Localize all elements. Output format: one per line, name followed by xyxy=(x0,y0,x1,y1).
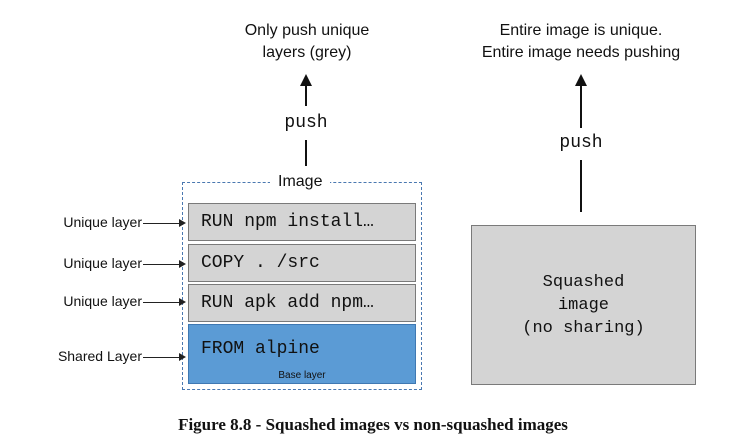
squashed-image-box: Squashed image (no sharing) xyxy=(471,225,696,385)
left-arrowhead-icon xyxy=(300,74,312,86)
right-top-caption-line2: Entire image needs pushing xyxy=(481,44,681,61)
layer-text: RUN apk add npm… xyxy=(201,293,374,313)
right-arrowhead-icon xyxy=(575,74,587,86)
side-arrowhead-icon-2 xyxy=(179,260,186,268)
base-layer-label: Base layer xyxy=(278,370,326,381)
left-push-label: push xyxy=(284,113,328,133)
side-arrow-line-3 xyxy=(143,302,180,303)
layer-text: COPY . /src xyxy=(201,253,320,273)
side-arrow-line-1 xyxy=(143,223,180,224)
right-top-caption-line1: Entire image is unique. xyxy=(499,22,663,39)
image-frame-title: Image xyxy=(270,173,331,191)
layer-text: RUN npm install… xyxy=(201,212,374,232)
squashed-line2: image xyxy=(557,295,609,315)
side-label-unique-2: Unique layer xyxy=(63,255,142,271)
left-arrow-lower-line xyxy=(305,140,307,166)
layer-copy-src: COPY . /src xyxy=(188,244,416,282)
right-push-label: push xyxy=(559,133,603,153)
side-arrowhead-icon-4 xyxy=(179,353,186,361)
side-label-unique-3: Unique layer xyxy=(63,293,142,309)
side-arrow-line-2 xyxy=(143,264,180,265)
side-label-unique-1: Unique layer xyxy=(63,214,142,230)
side-arrowhead-icon-1 xyxy=(179,219,186,227)
right-arrow-lower-line xyxy=(580,160,582,212)
figure-caption: Figure 8.8 - Squashed images vs non-squa… xyxy=(178,415,568,434)
left-top-caption-line1: Only push unique xyxy=(244,22,370,39)
layer-text: FROM alpine xyxy=(201,339,320,359)
left-top-caption: Only push unique layers (grey) xyxy=(207,20,407,64)
layer-from-alpine: FROM alpine xyxy=(188,324,416,384)
side-arrowhead-icon-3 xyxy=(179,298,186,306)
left-top-caption-line2: layers (grey) xyxy=(262,44,352,61)
squashed-line1: Squashed xyxy=(542,272,625,292)
right-top-caption: Entire image is unique. Entire image nee… xyxy=(460,20,702,64)
side-label-shared: Shared Layer xyxy=(57,348,142,364)
layer-run-apk-add: RUN apk add npm… xyxy=(188,284,416,322)
left-arrow-upper-line xyxy=(305,84,307,106)
layer-run-npm-install: RUN npm install… xyxy=(188,203,416,241)
right-arrow-upper-line xyxy=(580,84,582,128)
side-arrow-line-4 xyxy=(143,357,180,358)
squashed-line3: (no sharing) xyxy=(522,318,645,338)
